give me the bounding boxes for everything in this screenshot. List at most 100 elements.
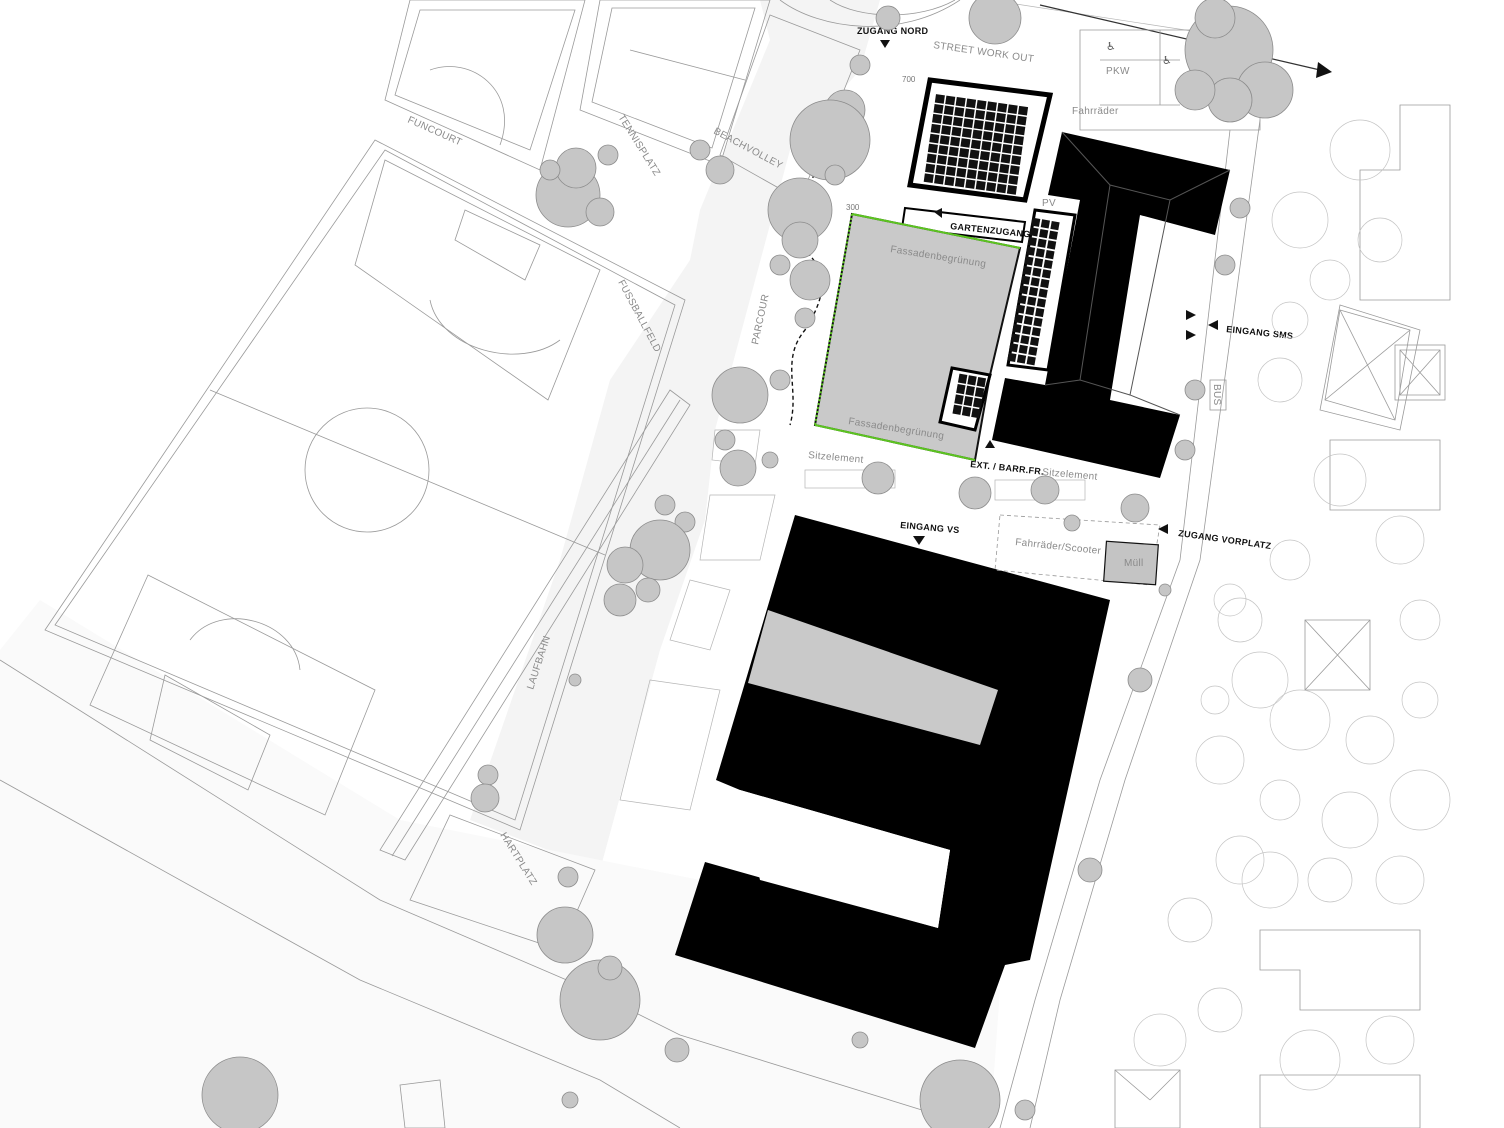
tree — [1030, 475, 1060, 505]
pv-panel — [1031, 217, 1041, 227]
hall-building: Fassadenbegrünung Fassadenbegrünung — [813, 212, 1022, 462]
pv-panel — [982, 131, 993, 141]
pv-panel — [950, 136, 961, 147]
pv-panel — [935, 164, 946, 175]
trees-outline — [1133, 119, 1451, 1091]
pv-panels — [923, 94, 1029, 195]
tree — [597, 955, 623, 981]
zugang-nord-label: ZUGANG NORD — [857, 26, 928, 36]
tree-outline — [1241, 851, 1299, 909]
pv-panel — [986, 101, 997, 112]
pv-panel — [1012, 323, 1022, 334]
pv-panel — [1016, 354, 1027, 364]
tree — [1077, 857, 1103, 883]
pv-roof-building — [907, 77, 1054, 203]
tree-outline — [1133, 1013, 1187, 1067]
tree — [664, 1037, 690, 1063]
tree-outline — [1257, 357, 1303, 403]
pv-panel — [955, 97, 966, 107]
pv-panel — [985, 111, 996, 122]
tree — [711, 366, 769, 424]
pv-panel — [1014, 314, 1024, 324]
pv-panel — [1029, 336, 1040, 347]
tree — [769, 369, 791, 391]
muell-box: Müll — [1103, 540, 1159, 586]
tree — [201, 1056, 279, 1128]
gartenzugang: GARTENZUGANG — [900, 206, 1031, 244]
tree — [585, 197, 615, 227]
tree-outline — [1213, 583, 1247, 617]
pv-panel — [923, 173, 934, 184]
pv-panel — [978, 160, 989, 171]
tree-outline — [1365, 1015, 1415, 1065]
pv-panel — [1010, 333, 1020, 343]
tree-outline — [1197, 987, 1243, 1033]
pkw-label: PKW — [1106, 66, 1130, 77]
fahrraeder-label: Fahrräder — [1072, 106, 1119, 117]
pv-panel — [993, 132, 1004, 143]
pv-panel — [1009, 165, 1020, 175]
tree — [606, 546, 644, 584]
pv-panel — [1023, 315, 1033, 326]
tree-outline — [1375, 855, 1425, 905]
pv-panel — [1019, 285, 1029, 295]
pv-panel — [991, 142, 1002, 153]
pv-label: PV — [1042, 198, 1056, 209]
tree-outline — [1399, 599, 1441, 641]
tree — [861, 461, 895, 495]
pv-panel — [936, 155, 947, 165]
pv-panel — [957, 157, 968, 168]
tree — [470, 783, 500, 813]
pv-panel — [1043, 259, 1053, 269]
sitzelement-left-label: Sitzelement — [808, 450, 864, 466]
tree — [851, 1031, 869, 1049]
pv-panel — [1025, 246, 1036, 256]
pv-panel — [934, 174, 945, 185]
tree-outline — [1313, 453, 1367, 507]
tree — [557, 866, 579, 888]
eingang-sms-label: EINGANG SMS — [1226, 324, 1294, 341]
pv-panel — [975, 180, 986, 191]
pv-panel — [997, 173, 1008, 184]
pv-panel — [1007, 104, 1018, 115]
pv-panel — [987, 172, 998, 182]
tree-outline — [1307, 857, 1353, 903]
tree — [1158, 583, 1172, 597]
entrance-arrow-icon — [985, 440, 995, 448]
entrance-arrow-icon — [880, 40, 890, 48]
pv-panel — [1008, 343, 1019, 353]
pv-panel — [944, 176, 955, 186]
tree — [568, 673, 582, 687]
pv-panel — [1022, 325, 1032, 335]
tree-outline — [1329, 119, 1391, 181]
pv-panel — [952, 116, 963, 127]
tree — [1214, 254, 1236, 276]
pv-panel — [1030, 277, 1040, 287]
pv-panel — [965, 385, 975, 396]
pv-panel — [956, 383, 966, 395]
tree-outline — [1271, 301, 1309, 339]
pv-panel — [1033, 257, 1044, 268]
pv-panel — [1035, 307, 1045, 318]
pv-panel — [1036, 298, 1047, 308]
pv-panel — [1008, 175, 1019, 185]
pv-panel — [1006, 114, 1017, 124]
tree — [559, 959, 641, 1041]
pv-panel — [988, 162, 999, 172]
tree-outline — [1231, 651, 1289, 709]
pv-panel — [1035, 248, 1045, 258]
pv-panel — [1026, 356, 1036, 366]
vs-building — [675, 515, 1110, 1048]
entrance-arrow-icon — [1186, 310, 1218, 340]
pv-strip: PV — [1006, 198, 1077, 372]
pv-panel — [932, 113, 943, 124]
pv-panel — [1018, 105, 1029, 116]
entrance-arrow-icon — [934, 208, 942, 218]
svg-text:♿: ♿ — [1162, 54, 1172, 67]
tree-outline — [1271, 191, 1329, 249]
tree — [1184, 379, 1206, 401]
tree — [849, 54, 871, 76]
tree-outline — [1259, 779, 1301, 821]
tree — [477, 764, 499, 786]
